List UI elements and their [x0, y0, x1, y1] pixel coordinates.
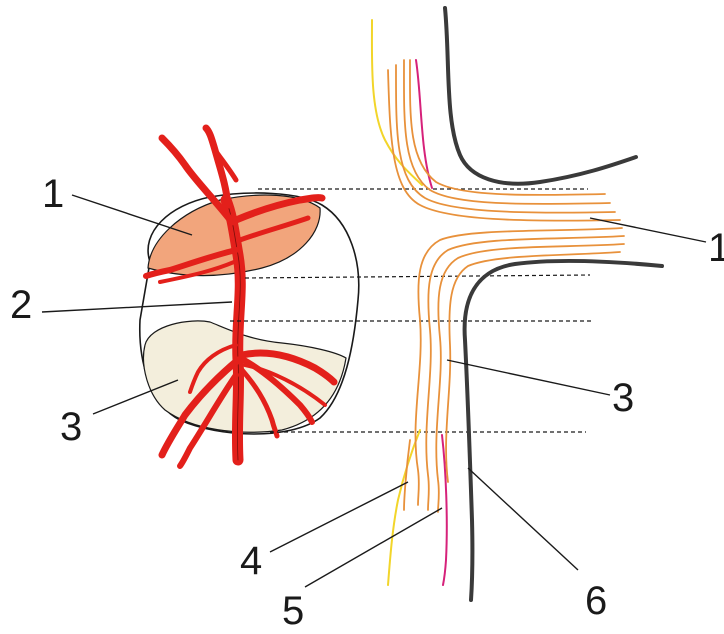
disc-en-face-view [140, 128, 359, 466]
nerve-fiber [426, 236, 624, 510]
nerve-fiber [446, 252, 620, 482]
nerve-fiber-bundle [388, 60, 624, 512]
callout-labels: 1 2 3 1 3 4 5 6 [10, 172, 724, 633]
label-right-5: 5 [282, 589, 304, 633]
wall-upper [445, 8, 636, 184]
leader-right-1 [590, 218, 706, 242]
label-right-3: 3 [612, 376, 634, 420]
label-left-3: 3 [60, 405, 82, 449]
leader-lines [42, 195, 706, 587]
leader-right-4 [270, 482, 408, 552]
nerve-fiber [396, 65, 615, 213]
label-left-1: 1 [42, 172, 64, 216]
nerve-section-view [372, 8, 662, 600]
wall-lower [465, 261, 662, 600]
label-right-6: 6 [585, 579, 607, 623]
label-right-1: 1 [708, 226, 724, 270]
leader-right-5 [305, 508, 442, 587]
label-left-2: 2 [10, 283, 32, 327]
label-right-4: 4 [240, 539, 262, 583]
leader-right-3 [447, 360, 610, 395]
leader-right-6 [468, 468, 578, 570]
